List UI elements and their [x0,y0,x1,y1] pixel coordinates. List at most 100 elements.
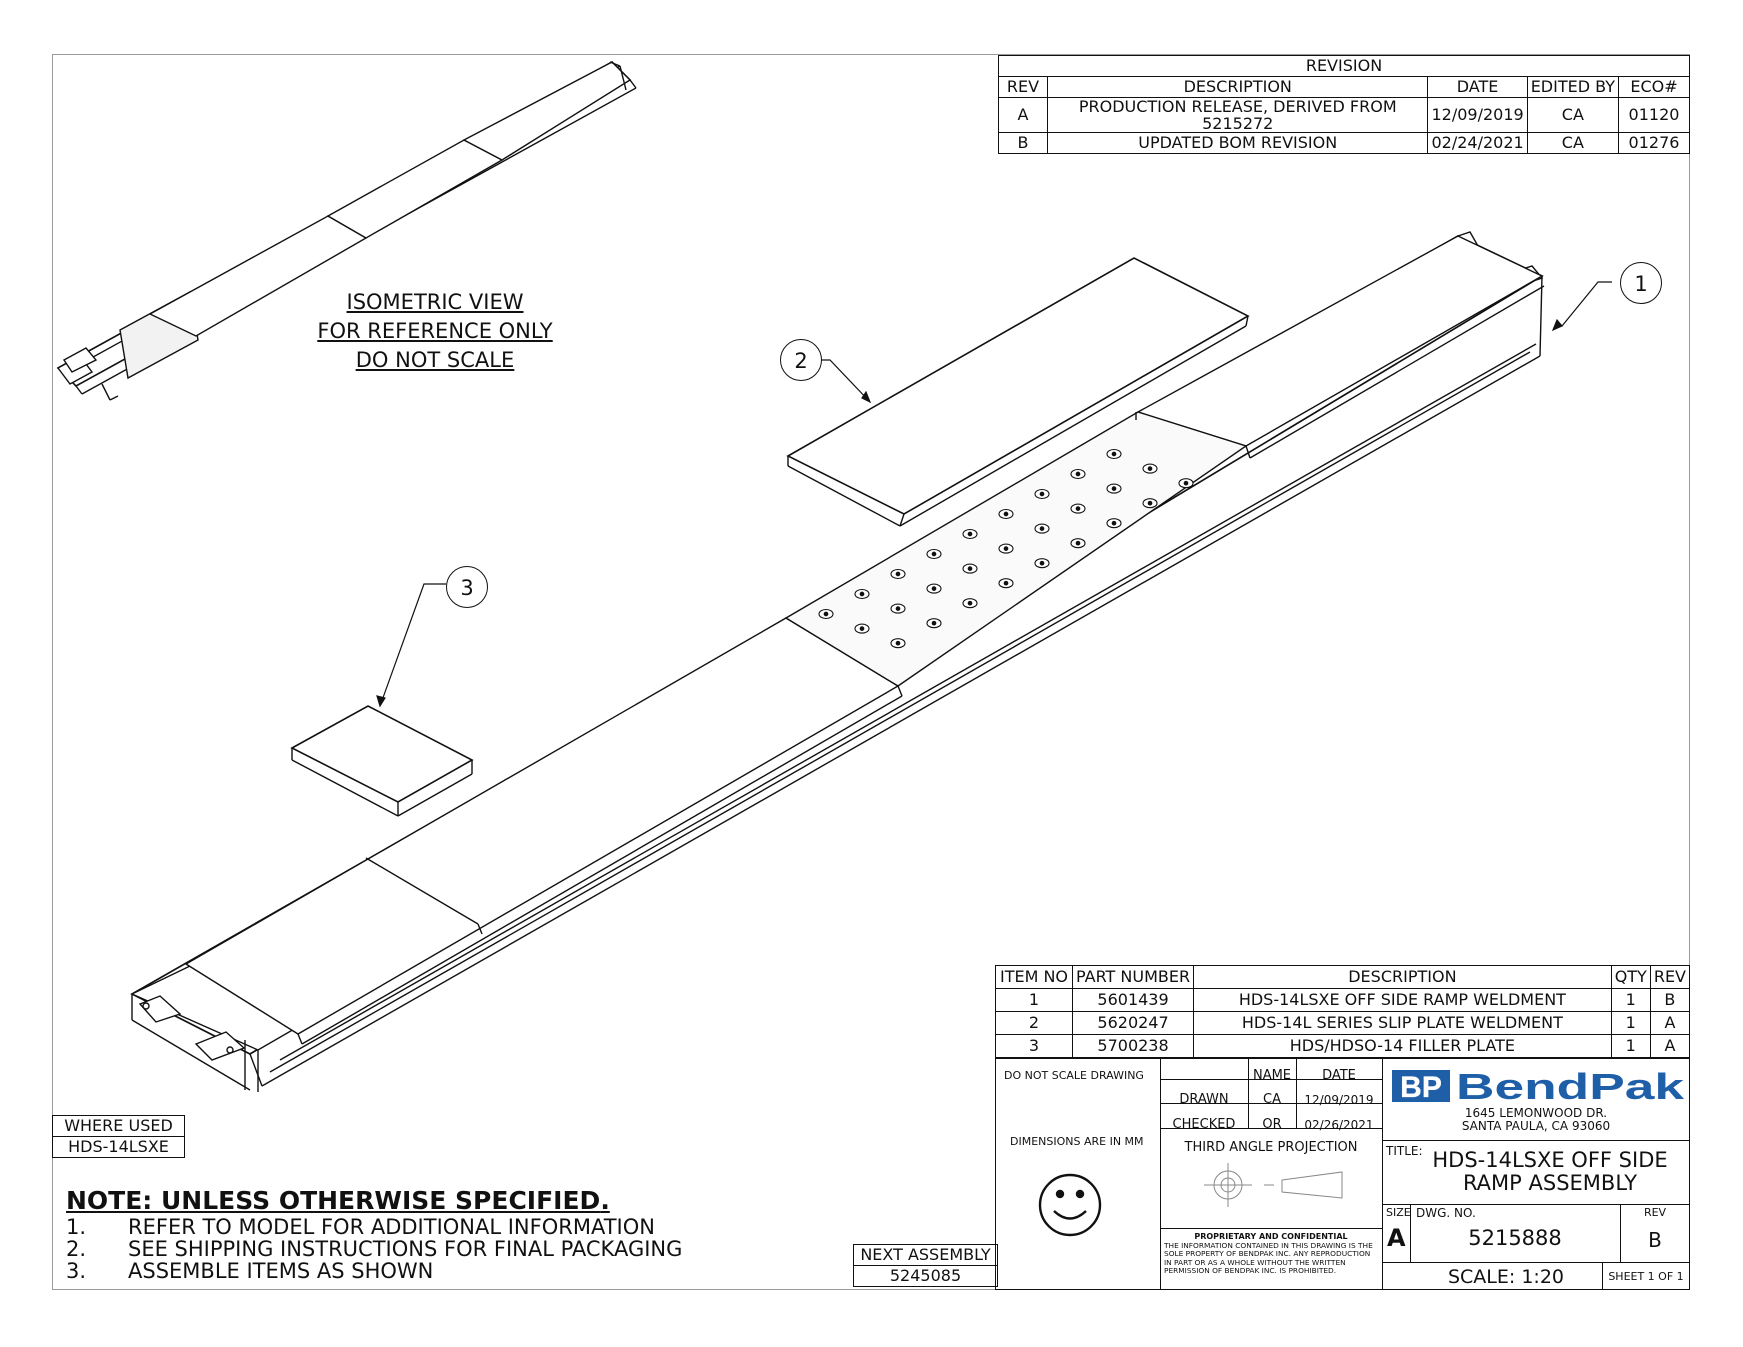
slot-hole-center [895,606,901,611]
rev-cell: CA [1526,97,1620,133]
bendpak-logo: BP BendPak [1392,1068,1685,1106]
checked-label: CHECKED [1172,1117,1236,1132]
tb-divider [1160,1228,1382,1229]
bom-cell: 5700238 [1071,1034,1195,1058]
company-address-2: SANTA PAULA, CA 93060 [1461,1119,1611,1133]
projection-label: THIRD ANGLE PROJECTION [1184,1140,1358,1155]
drawn-label: DRAWN [1179,1092,1229,1107]
note-number: 1. [66,1215,87,1239]
title-label: TITLE: [1386,1144,1423,1158]
note-number: 3. [66,1259,87,1283]
bom-cell: HDS-14LSXE OFF SIDE RAMP WELDMENT [1193,988,1612,1012]
note-text: SEE SHIPPING INSTRUCTIONS FOR FINAL PACK… [128,1237,683,1261]
rev-cell: 01276 [1618,132,1690,154]
logo-wordmark: BendPak [1456,1068,1685,1106]
company-address-1: 1645 LEMONWOOD DR. [1464,1106,1608,1120]
checked-name: OR [1262,1117,1282,1132]
where-used-label: WHERE USED [64,1116,173,1135]
bom-cell: 1 [995,988,1073,1012]
note-number: 2. [66,1237,87,1261]
slot-hole-center [895,640,901,646]
slot-hole-center [1111,486,1117,491]
slot-hole-center [1003,580,1009,586]
slot-hole-center [859,591,865,597]
bom-cell: 1 [1610,1011,1651,1035]
next-assembly-box: NEXT ASSEMBLY 5245085 [853,1244,998,1287]
slip-plate [786,257,1250,527]
bom-header-rev: REV [1649,965,1691,989]
revision-table: REVISION REV DESCRIPTION DATE EDITED BY … [998,55,1690,154]
rev-cell: 02/24/2021 [1427,132,1528,154]
bom-cell: B [1649,988,1691,1012]
bom-cell: A [1649,1011,1691,1035]
bom-header-part-number: PART NUMBER [1071,965,1195,989]
tb-divider [1160,1058,1161,1290]
slot-hole-center [931,551,937,557]
rev-cell: UPDATED BOM REVISION [1046,132,1429,154]
iso-note-line-2: FOR REFERENCE ONLY [317,319,553,343]
bom-header-description: DESCRIPTION [1193,965,1612,989]
note-text: ASSEMBLE ITEMS AS SHOWN [128,1259,434,1283]
bom-header-item-no: ITEM NO [995,965,1073,989]
isometric-view-note: ISOMETRIC VIEW FOR REFERENCE ONLY DO NOT… [300,288,570,375]
sheet-label: SHEET 1 OF 1 [1608,1270,1684,1283]
slot-hole-center [1075,506,1081,511]
drawing-title-1: HDS-14LSXE OFF SIDE [1432,1148,1668,1172]
rev-cell: 01120 [1618,97,1690,133]
slot-hole-center [1003,511,1009,517]
drawn-date: 12/09/2019 [1304,1093,1374,1107]
bom-cell: 5620247 [1071,1011,1195,1035]
slot-hole-center [1183,480,1189,486]
where-used-box: WHERE USED HDS-14LSXE [52,1115,185,1158]
slot-hole-center [1003,546,1009,551]
do-not-scale-label: DO NOT SCALE DRAWING [1004,1069,1144,1082]
tb-divider [1410,1204,1411,1262]
note-item: 2. SEE SHIPPING INSTRUCTIONS FOR FINAL PA… [66,1238,682,1260]
slot-hole-center [1039,526,1045,531]
bom-cell: 1 [1610,1034,1651,1058]
notes-heading: NOTE: UNLESS OTHERWISE SPECIFIED. [66,1186,610,1215]
rev-header-edited-by: EDITED BY [1526,76,1620,98]
bom-cell: 3 [995,1034,1073,1058]
iso-note-line-1: ISOMETRIC VIEW [346,290,524,314]
tb-divider [1382,1140,1690,1141]
bom-cell: 2 [995,1011,1073,1035]
size-value: A [1387,1224,1406,1252]
note-text: REFER TO MODEL FOR ADDITIONAL INFORMATIO… [128,1215,655,1239]
next-assembly-label: NEXT ASSEMBLY [860,1245,991,1264]
checked-date: 02/26/2021 [1304,1118,1374,1132]
notes-block: NOTE: UNLESS OTHERWISE SPECIFIED. 1. REFE… [66,1186,682,1282]
proprietary-text: THE INFORMATION CONTAINED IN THIS DRAWIN… [1164,1241,1373,1276]
dwg-no-label: DWG. NO. [1416,1206,1476,1220]
slot-hole-center [967,566,973,571]
drawing-number: 5215888 [1468,1226,1562,1250]
slot-hole-center [1039,560,1045,566]
smiley-face [1038,1173,1102,1237]
tb-divider [1382,1262,1690,1263]
date-header: DATE [1322,1068,1356,1083]
slot-hole-center [859,626,865,631]
size-label: SIZE [1386,1206,1411,1219]
name-header: NAME [1252,1068,1292,1083]
slot-hole-center [1039,491,1045,497]
drawing-title-2: RAMP ASSEMBLY [1462,1171,1638,1195]
note-item: 3. ASSEMBLE ITEMS AS SHOWN [66,1260,682,1282]
proprietary-title: PROPRIETARY AND CONFIDENTIAL [1194,1232,1348,1241]
tb-divider [1160,1128,1382,1129]
bom-cell: 1 [1610,988,1651,1012]
iso-note-line-3: DO NOT SCALE [355,348,515,372]
notes-heading-text: NOTE: UNLESS OTHERWISE SPECIFIED [66,1186,601,1215]
title-block-border [995,1058,1690,1290]
bom-header-qty: QTY [1610,965,1651,989]
bom-cell: A [1649,1034,1691,1058]
bom-table: ITEM NO PART NUMBER DESCRIPTION QTY REV … [995,965,1691,1058]
slot-hole-center [823,611,829,617]
rev-header-date: DATE [1427,76,1528,98]
drawing-border [52,54,1690,1290]
rev-cell: CA [1526,132,1620,154]
drawn-name: CA [1263,1092,1281,1107]
rev-cell: 12/09/2019 [1427,97,1528,133]
tb-divider [1382,1204,1690,1205]
ramp-weldment [130,231,1545,1092]
slot-hole-center [967,531,973,537]
